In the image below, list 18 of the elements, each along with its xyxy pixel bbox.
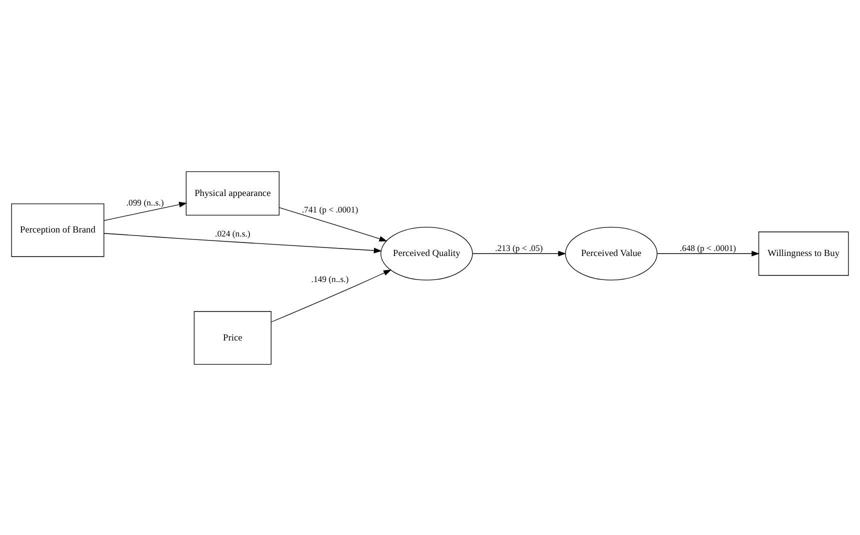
node-box: Physical appearance — [186, 170, 280, 215]
edge-label: .149 (n..s.) — [311, 273, 349, 284]
node-ellipse: Perceived Value — [565, 226, 658, 280]
arrow — [270, 269, 392, 322]
edge-label: .648 (p < .0001) — [680, 242, 736, 253]
node-ellipse: Perceived Quality — [380, 226, 473, 280]
edge-label: .741 (p < .0001) — [302, 204, 358, 214]
arrow — [104, 232, 382, 253]
node-box: Willingness to Buy — [758, 231, 849, 276]
edge-label: .099 (n..s.) — [126, 197, 164, 208]
arrow — [472, 250, 566, 256]
arrow — [104, 201, 188, 220]
arrow — [278, 206, 388, 241]
arrow — [656, 250, 760, 256]
edge-label: .024 (n.s.) — [215, 228, 250, 238]
node-box: Perception of Brand — [11, 202, 104, 256]
edge-label: .213 (p < .05) — [495, 242, 543, 253]
node-box: Price — [194, 310, 272, 364]
